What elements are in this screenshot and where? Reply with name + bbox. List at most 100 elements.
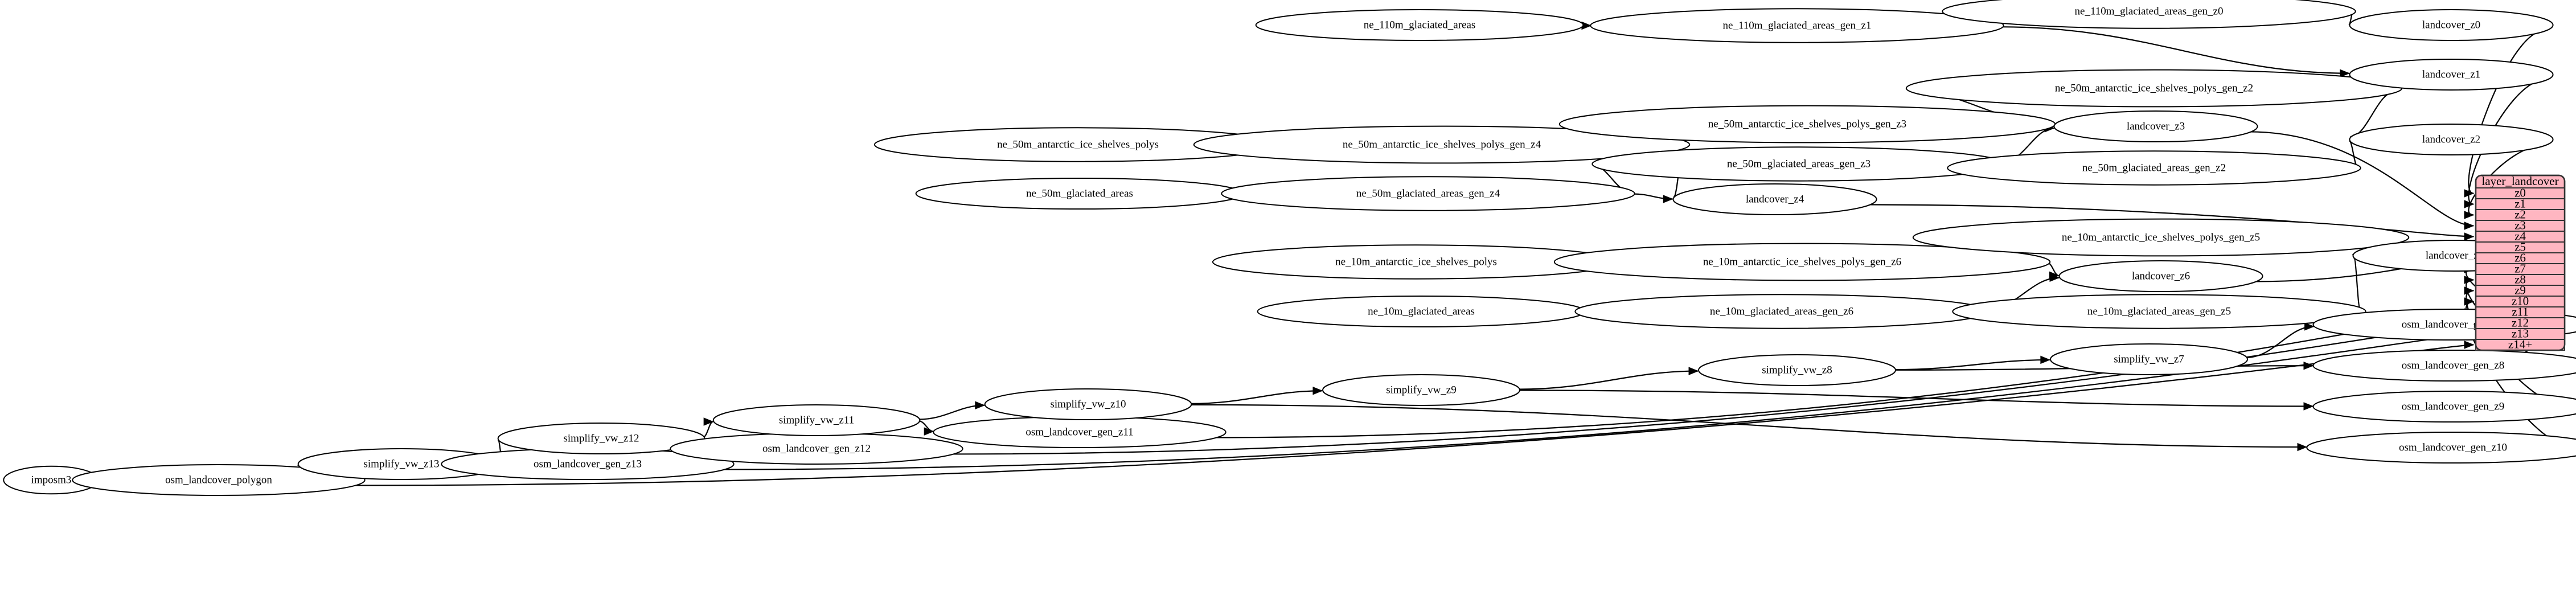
layer-table-title: layer_landcover (2481, 174, 2558, 188)
graph-node-landcover_z4[interactable]: landcover_z4 (1672, 183, 1877, 215)
graph-node-ne_50m_glaciated_areas_gen_z2[interactable]: ne_50m_glaciated_areas_gen_z2 (1947, 150, 2361, 186)
node-label: simplify_vw_z8 (1762, 364, 1832, 376)
edge-arrowhead (1663, 195, 1673, 203)
graph-node-simplify_vw_z10[interactable]: simplify_vw_z10 (984, 388, 1192, 420)
node-label: osm_landcover_gen_z8 (2402, 359, 2504, 371)
node-label: ne_110m_glaciated_areas_gen_z0 (2075, 5, 2224, 17)
node-ellipse (1255, 9, 1584, 41)
layer-table-cell-label: z6 (2515, 251, 2526, 264)
edge-arrowhead (2304, 322, 2315, 331)
edge-arrowhead (703, 417, 714, 426)
graph-node-landcover_z6[interactable]: landcover_z6 (2058, 260, 2263, 292)
graph-node-ne_50m_antarctic_ice_shelves_polys_gen_z4[interactable]: ne_50m_antarctic_ice_shelves_polys_gen_z… (1193, 125, 1691, 164)
node-label: ne_10m_antarctic_ice_shelves_polys_gen_z… (2062, 231, 2260, 243)
graph-node-ne_10m_antarctic_ice_shelves_polys[interactable]: ne_10m_antarctic_ice_shelves_polys (1212, 244, 1621, 280)
node-ellipse (1590, 8, 2004, 43)
node-label: ne_50m_glaciated_areas_gen_z4 (1356, 187, 1500, 199)
edge-arrowhead (1312, 387, 1323, 395)
node-label: landcover_z6 (2132, 270, 2190, 282)
layer-table-cell-label: z3 (2515, 218, 2526, 232)
layer-table-cell-label: z10 (2512, 294, 2529, 307)
node-ellipse (2050, 343, 2248, 375)
node-ellipse (1698, 354, 1896, 386)
layer-table-cell-label: z9 (2515, 283, 2526, 297)
node-ellipse (1942, 0, 2356, 29)
graph-node-osm_landcover_gen_z10[interactable]: osm_landcover_gen_z10 (2306, 432, 2576, 464)
node-ellipse (1952, 294, 2366, 329)
edge-arrowhead (1688, 367, 1699, 375)
graph-node-osm_landcover_gen_z12[interactable]: osm_landcover_gen_z12 (670, 433, 963, 465)
node-ellipse (712, 404, 921, 436)
graph-node-landcover_z2[interactable]: landcover_z2 (2349, 124, 2554, 155)
node-label: ne_10m_antarctic_ice_shelves_polys_gen_z… (1703, 256, 1901, 268)
node-label: ne_110m_glaciated_areas_gen_z1 (1723, 19, 1872, 31)
graph-node-osm_landcover_gen_z8[interactable]: osm_landcover_gen_z8 (2312, 350, 2576, 382)
edge-arrowhead (2340, 69, 2351, 78)
graph-node-landcover_z3[interactable]: landcover_z3 (2053, 110, 2258, 142)
graph-node-ne_110m_glaciated_areas_gen_z1[interactable]: ne_110m_glaciated_areas_gen_z1 (1590, 8, 2004, 43)
edge-arrowhead (2464, 341, 2475, 349)
node-label: osm_landcover_polygon (165, 474, 272, 486)
node-label: ne_50m_glaciated_areas (1026, 187, 1133, 199)
graph-edge (1190, 390, 1322, 404)
edge-arrowhead (2297, 442, 2308, 452)
graph-node-simplify_vw_z12[interactable]: simplify_vw_z12 (497, 423, 705, 454)
graph-node-simplify_vw_z11[interactable]: simplify_vw_z11 (712, 404, 921, 436)
layer-table-border (2475, 174, 2566, 351)
graph-edge (2468, 30, 2545, 194)
node-ellipse (2053, 110, 2258, 142)
graph-node-ne_50m_glaciated_areas_gen_z3[interactable]: ne_50m_glaciated_areas_gen_z3 (1591, 146, 2006, 182)
edge-arrowhead (2303, 402, 2314, 411)
graph-node-simplify_vw_z8[interactable]: simplify_vw_z8 (1698, 354, 1896, 386)
layer-table-cell-label: z11 (2512, 305, 2529, 318)
graph-edge (1519, 370, 1699, 390)
node-label: osm_landcover_gen_z11 (1026, 426, 1133, 438)
graph-node-ne_110m_glaciated_areas_gen_z0[interactable]: ne_110m_glaciated_areas_gen_z0 (1942, 0, 2356, 29)
graph-node-simplify_vw_z13[interactable]: simplify_vw_z13 (297, 448, 506, 480)
edge-arrowhead (2464, 286, 2475, 295)
graph-node-imposm3[interactable]: imposm3 (3, 465, 100, 495)
graph-edge (1519, 389, 2314, 407)
nodes-layer: imposm3 osm_landcover_polygon simplify_vw_… (3, 0, 2576, 496)
graph-node-ne_10m_glaciated_areas_gen_z5[interactable]: ne_10m_glaciated_areas_gen_z5 (1952, 294, 2366, 329)
graph-node-ne_50m_antarctic_ice_shelves_polys_gen_z3[interactable]: ne_50m_antarctic_ice_shelves_polys_gen_z… (1558, 105, 2056, 143)
graph-node-osm_landcover_gen_z13[interactable]: osm_landcover_gen_z13 (441, 448, 735, 480)
node-label: simplify_vw_z7 (2114, 353, 2184, 365)
node-label: ne_50m_antarctic_ice_shelves_polys_gen_z… (2055, 82, 2253, 94)
graph-node-ne_50m_antarctic_ice_shelves_polys[interactable]: ne_50m_antarctic_ice_shelves_polys (873, 127, 1282, 162)
edge-arrowhead (2464, 211, 2475, 219)
graph-node-ne_10m_antarctic_ice_shelves_polys_gen_z5[interactable]: ne_10m_antarctic_ice_shelves_polys_gen_z… (1912, 218, 2410, 257)
graph-node-ne_10m_antarctic_ice_shelves_polys_gen_z6[interactable]: ne_10m_antarctic_ice_shelves_polys_gen_z… (1553, 243, 2051, 281)
graph-node-ne_10m_glaciated_areas_gen_z6[interactable]: ne_10m_glaciated_areas_gen_z6 (1574, 294, 1989, 329)
node-ellipse (72, 464, 366, 496)
graph-node-ne_10m_glaciated_areas[interactable]: ne_10m_glaciated_areas (1257, 296, 1586, 327)
graph-node-landcover_z0[interactable]: landcover_z0 (2349, 9, 2554, 41)
node-label: landcover_z0 (2422, 19, 2480, 31)
node-label: ne_50m_glaciated_areas_gen_z3 (1727, 158, 1871, 170)
graph-node-osm_landcover_gen_z11[interactable]: osm_landcover_gen_z11 (933, 416, 1227, 448)
graph-node-landcover_z1[interactable]: landcover_z1 (2349, 59, 2554, 91)
graph-node-ne_50m_glaciated_areas[interactable]: ne_50m_glaciated_areas (915, 178, 1244, 210)
node-label: landcover_z1 (2422, 68, 2480, 80)
layer-table-cell-label: z14+ (2508, 337, 2532, 351)
graph-node-osm_landcover_polygon[interactable]: osm_landcover_polygon (72, 464, 366, 496)
graph-node-simplify_vw_z9[interactable]: simplify_vw_z9 (1322, 374, 1520, 406)
graph-edge (2249, 131, 2474, 227)
graph-node-simplify_vw_z7[interactable]: simplify_vw_z7 (2050, 343, 2248, 375)
graph-node-osm_landcover_gen_z9[interactable]: osm_landcover_gen_z9 (2312, 391, 2576, 423)
node-label: simplify_vw_z13 (364, 458, 440, 470)
graph-node-ne_50m_glaciated_areas_gen_z4[interactable]: ne_50m_glaciated_areas_gen_z4 (1221, 176, 1635, 211)
node-label: ne_10m_glaciated_areas_gen_z6 (1710, 305, 1853, 317)
graph-edge (2353, 258, 2361, 309)
edge-arrowhead (2464, 276, 2475, 284)
layer-landcover-table: layer_landcoverz0z1z2z3z4z5z6z7z8z9z10z1… (2475, 174, 2566, 351)
node-label: osm_landcover_gen_z12 (762, 442, 871, 454)
node-label: landcover_z4 (1746, 193, 1804, 205)
node-label: ne_10m_glaciated_areas_gen_z5 (2087, 305, 2231, 317)
graph-node-ne_110m_glaciated_areas[interactable]: ne_110m_glaciated_areas (1255, 9, 1584, 41)
node-label: simplify_vw_z11 (779, 414, 854, 426)
layer-table-cell-label: z7 (2515, 261, 2526, 275)
graph-node-ne_50m_antarctic_ice_shelves_polys_gen_z2[interactable]: ne_50m_antarctic_ice_shelves_polys_gen_z… (1905, 69, 2403, 108)
